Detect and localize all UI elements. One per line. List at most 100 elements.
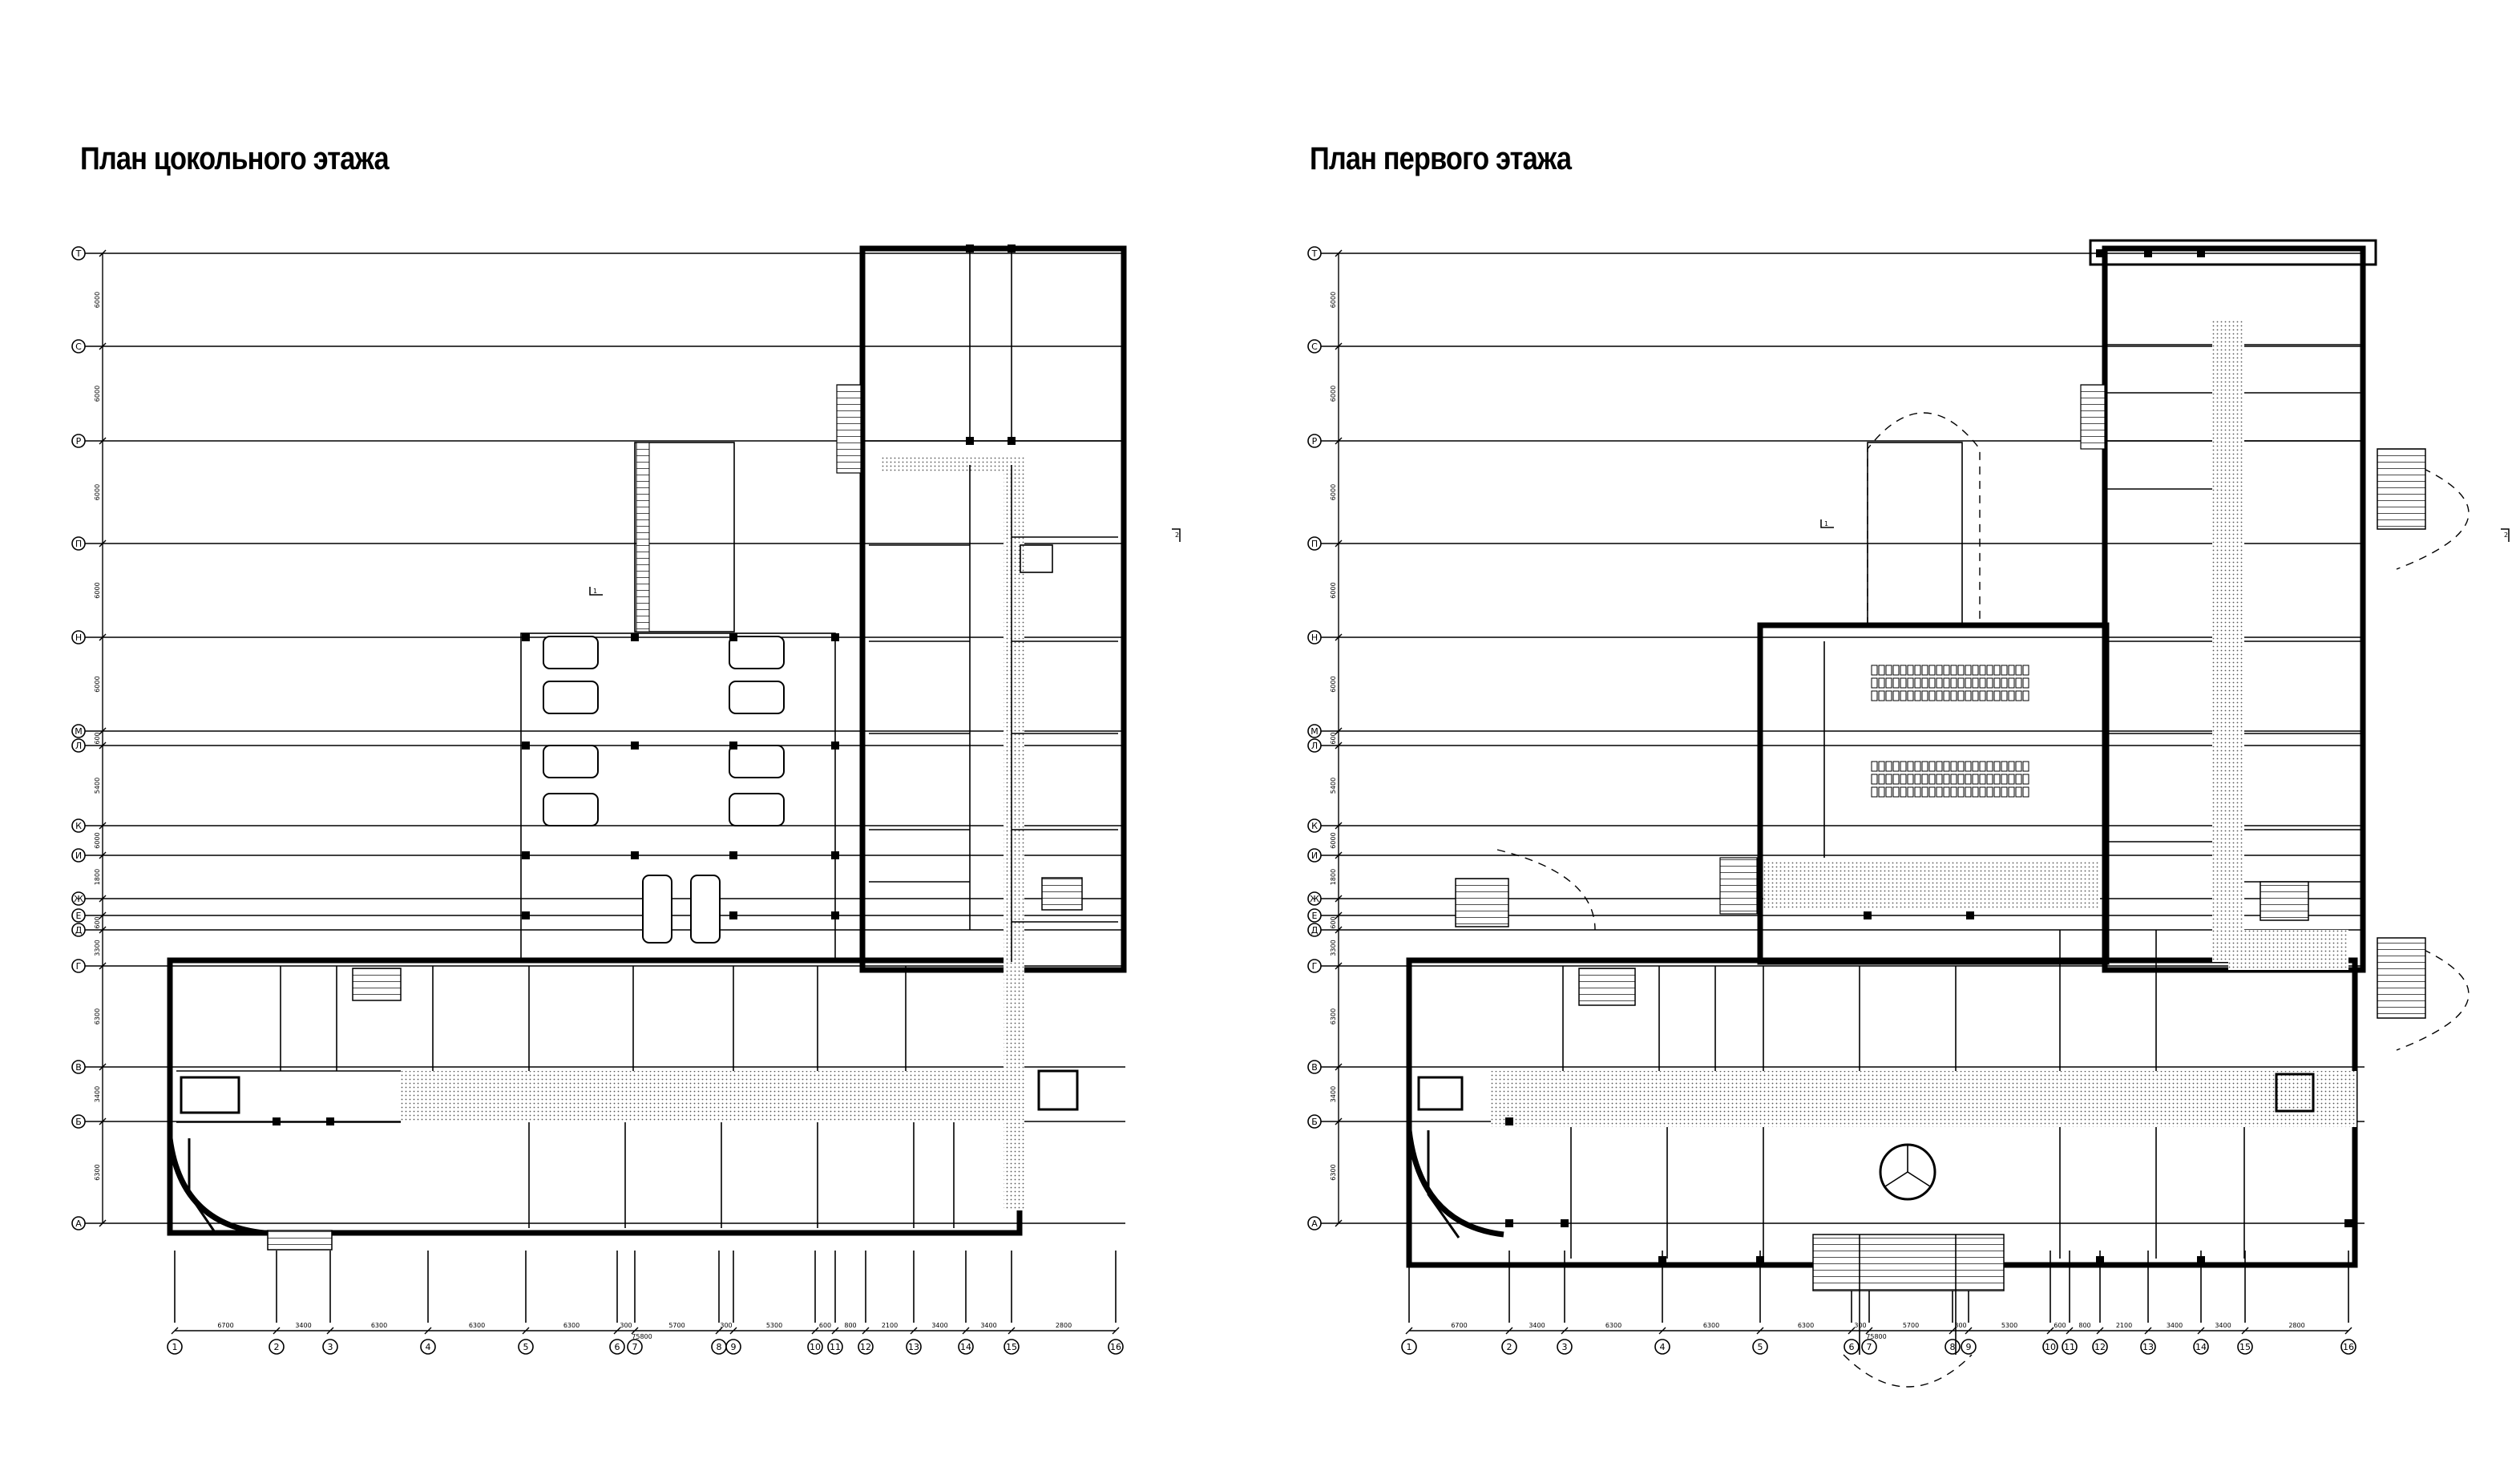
auditorium-seat xyxy=(1957,774,1965,785)
column-axis-label: 15 xyxy=(1006,1342,1017,1352)
row-axis-label: А xyxy=(75,1218,82,1229)
row-axis-label: М xyxy=(75,726,83,737)
dimension-label: 6000 xyxy=(94,676,101,692)
column-axis-label: 3 xyxy=(328,1342,333,1352)
auditorium-seat xyxy=(2001,690,2008,701)
dimension-label: 6000 xyxy=(1330,582,1337,598)
column-axis-label: 16 xyxy=(2343,1342,2354,1352)
first-floor-partitions xyxy=(1417,344,2426,1259)
structural-column xyxy=(966,437,974,445)
section-label: 2 xyxy=(1175,531,1179,539)
auditorium-seat xyxy=(1878,774,1885,785)
dimension-label: 3400 xyxy=(1529,1322,1545,1329)
row-axis-label: Р xyxy=(76,436,82,447)
dimension-label: 600 xyxy=(819,1322,831,1329)
column-axis: 7 xyxy=(627,1251,643,1355)
column-axis: 6 xyxy=(609,1251,625,1355)
parking-car xyxy=(729,636,785,669)
auditorium-seat xyxy=(1965,665,1972,676)
auditorium-seat xyxy=(1921,677,1928,689)
dimension-label: 3400 xyxy=(2167,1322,2183,1329)
auditorium-seat xyxy=(1972,774,1979,785)
auditorium-seat xyxy=(1928,677,1936,689)
auditorium-seat xyxy=(1993,665,2001,676)
auditorium-seat xyxy=(1993,690,2001,701)
auditorium-seat xyxy=(1986,677,1993,689)
column-axis-label: 3 xyxy=(1562,1342,1568,1352)
dimension-label: 800 xyxy=(2078,1322,2090,1329)
auditorium-seat xyxy=(1965,761,1972,772)
auditorium-seat xyxy=(2001,774,2008,785)
structural-column xyxy=(966,244,974,253)
auditorium-seat xyxy=(1885,677,1892,689)
auditorium-seat xyxy=(1928,774,1936,785)
dimension-label: 5700 xyxy=(668,1322,685,1329)
auditorium-seat xyxy=(1979,786,1986,798)
row-axis: С xyxy=(71,339,1125,354)
row-axis-label: С xyxy=(1311,341,1318,352)
row-axis: И xyxy=(71,848,1125,863)
dimension-label: 6300 xyxy=(94,1164,101,1180)
dimension-label: 6700 xyxy=(217,1322,233,1329)
row-axis: А xyxy=(1307,1216,2365,1230)
first-floor-columns xyxy=(1505,249,2352,1264)
column-axis-label: 2 xyxy=(1507,1342,1512,1352)
structural-column xyxy=(1008,437,1016,445)
auditorium-seat xyxy=(1871,761,1878,772)
row-axis-label: Т xyxy=(75,249,82,259)
structural-column xyxy=(631,742,639,750)
auditorium-seat xyxy=(1900,665,1907,676)
auditorium-seat xyxy=(1914,690,1921,701)
row-axis: Т xyxy=(1307,246,2365,261)
row-axis-label: А xyxy=(1311,1218,1318,1229)
row-axis: К xyxy=(71,818,1125,833)
auditorium-seat xyxy=(1892,761,1900,772)
column-axis-label: 7 xyxy=(632,1342,638,1352)
first-floor-corridors xyxy=(1491,321,2356,1127)
structural-column xyxy=(831,742,839,750)
auditorium-seat xyxy=(1936,665,1943,676)
auditorium-seat xyxy=(1972,690,1979,701)
row-axis: Н xyxy=(71,630,1125,645)
auditorium-seat xyxy=(1950,786,1957,798)
auditorium-seat xyxy=(1885,761,1892,772)
column-axis-label: 7 xyxy=(1867,1342,1872,1352)
auditorium-seat xyxy=(1878,677,1885,689)
auditorium-seat xyxy=(1914,665,1921,676)
auditorium-seat xyxy=(1921,690,1928,701)
auditorium-seat xyxy=(1892,774,1900,785)
structural-column xyxy=(273,1117,281,1125)
auditorium-seat xyxy=(1943,665,1950,676)
column-axis: 3 xyxy=(322,1251,338,1355)
auditorium-seat xyxy=(1993,761,2001,772)
auditorium-seat xyxy=(1943,774,1950,785)
auditorium-seat xyxy=(1878,665,1885,676)
column-axis-label: 15 xyxy=(2239,1342,2251,1352)
structural-column xyxy=(631,633,639,641)
auditorium-seat xyxy=(2008,774,2015,785)
dimension-label: 6300 xyxy=(469,1322,485,1329)
auditorium-seat xyxy=(1979,677,1986,689)
auditorium-seat xyxy=(1936,677,1943,689)
basement-columns xyxy=(273,244,1016,1125)
dimension-label: 2800 xyxy=(2288,1322,2304,1329)
column-axis: 13 xyxy=(906,1251,922,1355)
auditorium-seat xyxy=(1965,677,1972,689)
dimension-label: 6000 xyxy=(94,582,101,598)
dimension-label: 6000 xyxy=(94,386,101,402)
structural-column xyxy=(2096,249,2104,257)
auditorium-seat xyxy=(1878,690,1885,701)
auditorium-seat xyxy=(1871,677,1878,689)
plan-title-basement: План цокольного этажа xyxy=(80,141,390,176)
auditorium-seat xyxy=(1957,786,1965,798)
parking-car xyxy=(543,745,599,778)
parking-car xyxy=(729,793,785,826)
column-axis-label: 11 xyxy=(830,1342,841,1352)
auditorium-seat xyxy=(2015,690,2022,701)
auditorium-seat xyxy=(1965,786,1972,798)
dimension-label: 5400 xyxy=(94,778,101,794)
column-axis: 4 xyxy=(1654,1251,1670,1355)
auditorium-seat xyxy=(1914,761,1921,772)
